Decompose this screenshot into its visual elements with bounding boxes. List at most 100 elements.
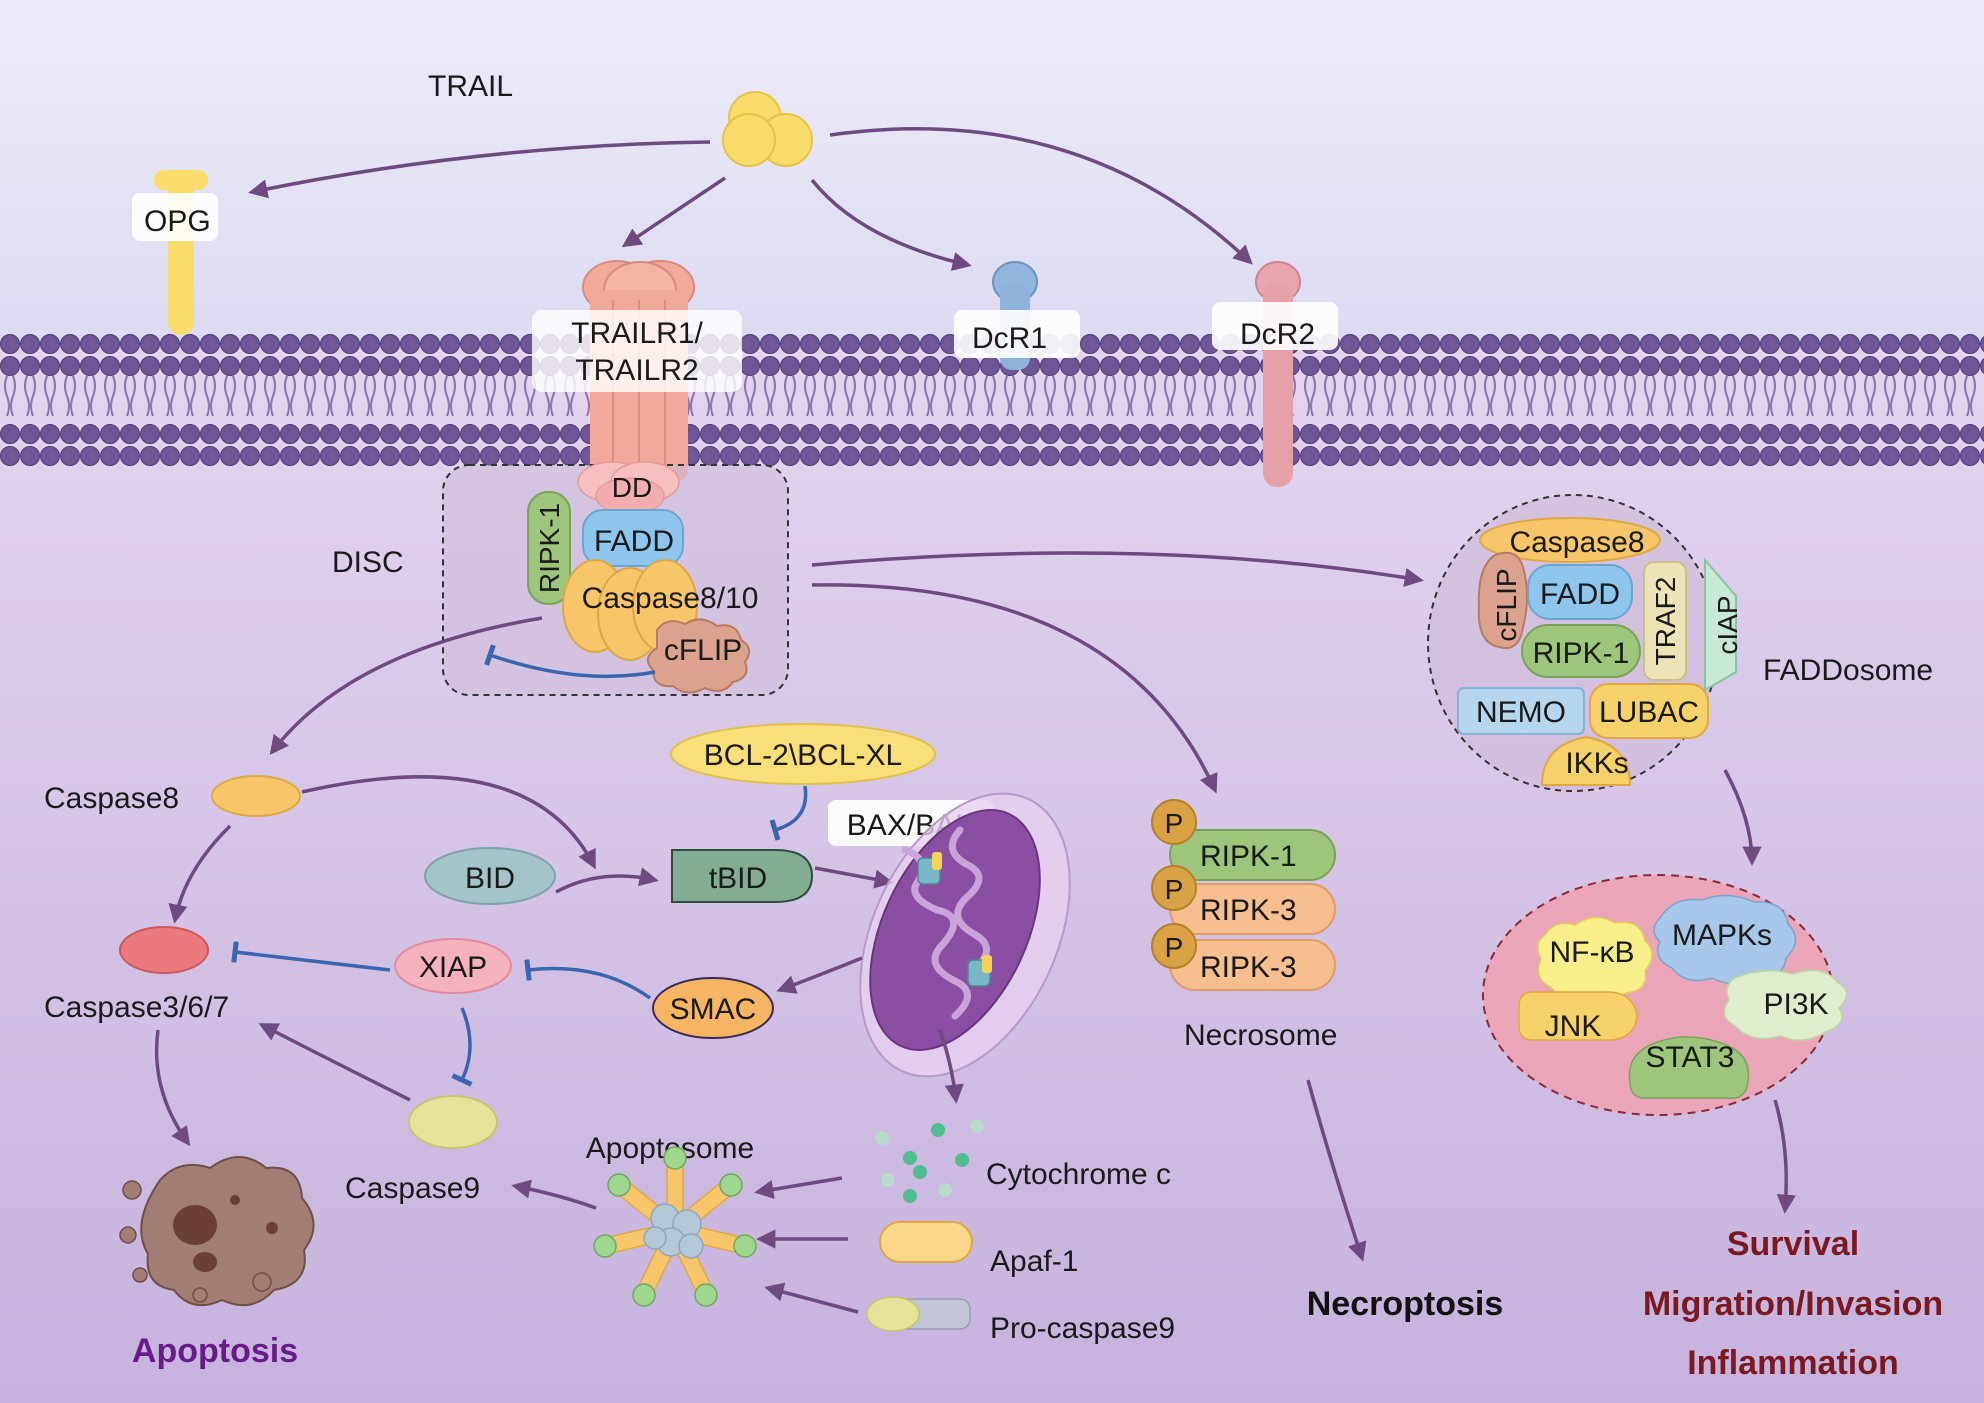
mapks-label: MAPKs — [1672, 919, 1772, 952]
fdd-lubac-label: LUBAC — [1599, 696, 1699, 729]
disc-cflip — [646, 618, 751, 694]
arrow-mito-smac — [776, 956, 863, 994]
inhibit-xiap-caspase367 — [231, 941, 391, 972]
dcr1-label: DcR1 — [972, 322, 1047, 355]
apoptosome — [593, 1146, 757, 1307]
arrow-disc-caspase8 — [269, 616, 543, 756]
arrow-caspase8-caspase367 — [168, 824, 232, 924]
necrosome — [1151, 799, 1336, 991]
fdd-cflip — [1477, 551, 1528, 649]
dd-domain — [577, 461, 680, 515]
nfkb-shape — [1537, 916, 1653, 1002]
fdd-ripk1-label: RIPK-1 — [1533, 637, 1630, 670]
smac-label: SMAC — [670, 993, 757, 1026]
extracellular-background — [0, 0, 1984, 350]
bcl2-label: BCL-2\BCL-XL — [704, 739, 902, 772]
fdd-caspase8-label: Caspase8 — [1509, 526, 1644, 559]
fdd-ciap-label: cIAP — [1712, 595, 1743, 654]
smac — [652, 977, 774, 1039]
caspase8-label: Caspase8 — [44, 782, 179, 815]
disc-fadd — [582, 509, 684, 567]
stat3-shape — [1628, 1036, 1750, 1099]
arrow-signaling-outcomes — [1773, 1099, 1796, 1214]
bid — [424, 847, 556, 905]
jnk-label: JNK — [1545, 1010, 1602, 1043]
procaspase9-icon — [866, 1296, 971, 1332]
inflammation-label: Inflammation — [1687, 1344, 1899, 1382]
disc-label: DISC — [332, 546, 404, 579]
trail-ligand — [722, 91, 813, 167]
apaf1-icon — [879, 1221, 973, 1263]
fdd-traf2-label: TRAF2 — [1650, 577, 1681, 666]
inhibit-xiap-caspase9 — [451, 1007, 473, 1087]
arrow-disc-faddosome — [811, 551, 1424, 587]
fdd-fadd — [1527, 564, 1633, 620]
xiap-label: XIAP — [419, 951, 487, 984]
necrosome-p3: P — [1165, 932, 1184, 963]
trailr-label-box — [532, 310, 742, 392]
arrow-cytc-apoptosome — [754, 1176, 843, 1199]
fdd-traf2 — [1643, 561, 1687, 681]
caspase9-label: Caspase9 — [345, 1172, 480, 1205]
disc-cflip-label: cFLIP — [664, 634, 742, 667]
fdd-nemo — [1457, 687, 1585, 735]
caspase9 — [408, 1095, 498, 1149]
disc-ripk1-label: RIPK-1 — [534, 503, 565, 593]
mitochondrion — [859, 792, 1071, 1078]
nfkb-label: NF-κB — [1550, 936, 1635, 969]
apoptotic-cell-icon — [119, 1156, 315, 1307]
opg-label: OPG — [144, 205, 211, 238]
arrow-caspase9-caspase367 — [258, 1023, 411, 1102]
arrow-caspase8-tbid — [301, 775, 596, 870]
necroptosis-label: Necroptosis — [1307, 1285, 1504, 1323]
fdd-ciap — [1704, 557, 1737, 692]
cytochrome-c-label: Cytochrome c — [986, 1158, 1171, 1191]
jnk-shape — [1518, 991, 1638, 1041]
arrow-faddosome-signaling — [1723, 769, 1762, 866]
disc-caspase8-10-label: Caspase8/10 — [582, 582, 759, 615]
disc-fadd-label: FADD — [594, 525, 674, 558]
caspase8 — [211, 775, 301, 817]
stat3-label: STAT3 — [1646, 1041, 1735, 1074]
inhibit-cflip-caspase — [484, 644, 656, 679]
tbid — [671, 849, 814, 903]
fdd-nemo-label: NEMO — [1476, 696, 1566, 729]
arrow-trail-dcr1 — [810, 178, 972, 271]
apaf1-label: Apaf-1 — [990, 1245, 1078, 1278]
tbid-label: tBID — [709, 862, 767, 895]
fdd-ikks — [1540, 735, 1632, 786]
necrosome-label: Necrosome — [1184, 1019, 1337, 1052]
arrow-trail-opg — [248, 140, 711, 199]
migration-invasion-label: Migration/Invasion — [1643, 1285, 1943, 1323]
inhibit-bcl2-tbid — [769, 785, 808, 841]
arrow-bid-tbid — [555, 867, 659, 894]
arrow-disc-necrosome — [811, 583, 1218, 794]
arrow-trail-dcr2 — [829, 127, 1253, 265]
arrow-trail-trailr — [621, 176, 726, 248]
arrow-procasp9-apoptosome — [764, 1282, 859, 1314]
fdd-cflip-label: cFLIP — [1491, 568, 1522, 641]
fdd-ikks-label: IKKs — [1565, 747, 1628, 780]
trailr1-label: TRAILR1/ — [571, 317, 703, 350]
caspase367 — [119, 926, 209, 974]
arrow-caspase367-apoptosis — [154, 1029, 191, 1147]
faddosome-label: FADDosome — [1763, 654, 1933, 687]
dcr2-label: DcR2 — [1240, 318, 1315, 351]
trail-label: TRAIL — [428, 70, 513, 103]
bcl2-bclxl — [670, 723, 936, 785]
fdd-lubac — [1589, 683, 1709, 739]
procaspase9-label: Pro-caspase9 — [990, 1312, 1175, 1345]
pi3k-shape — [1723, 969, 1848, 1041]
dcr2-label-box — [1212, 302, 1338, 350]
dcr1-label-box — [954, 310, 1080, 358]
pi3k-label: PI3K — [1763, 988, 1828, 1021]
inhibit-smac-xiap — [524, 959, 652, 1000]
survival-label: Survival — [1727, 1225, 1859, 1263]
arrow-necrosome-necroptosis — [1306, 1079, 1367, 1262]
trailr2-label: TRAILR2 — [575, 354, 698, 387]
arrow-mito-cytc — [938, 1029, 964, 1104]
apoptosis-label: Apoptosis — [132, 1332, 298, 1370]
arrow-apoptosome-caspase9 — [511, 1179, 597, 1210]
